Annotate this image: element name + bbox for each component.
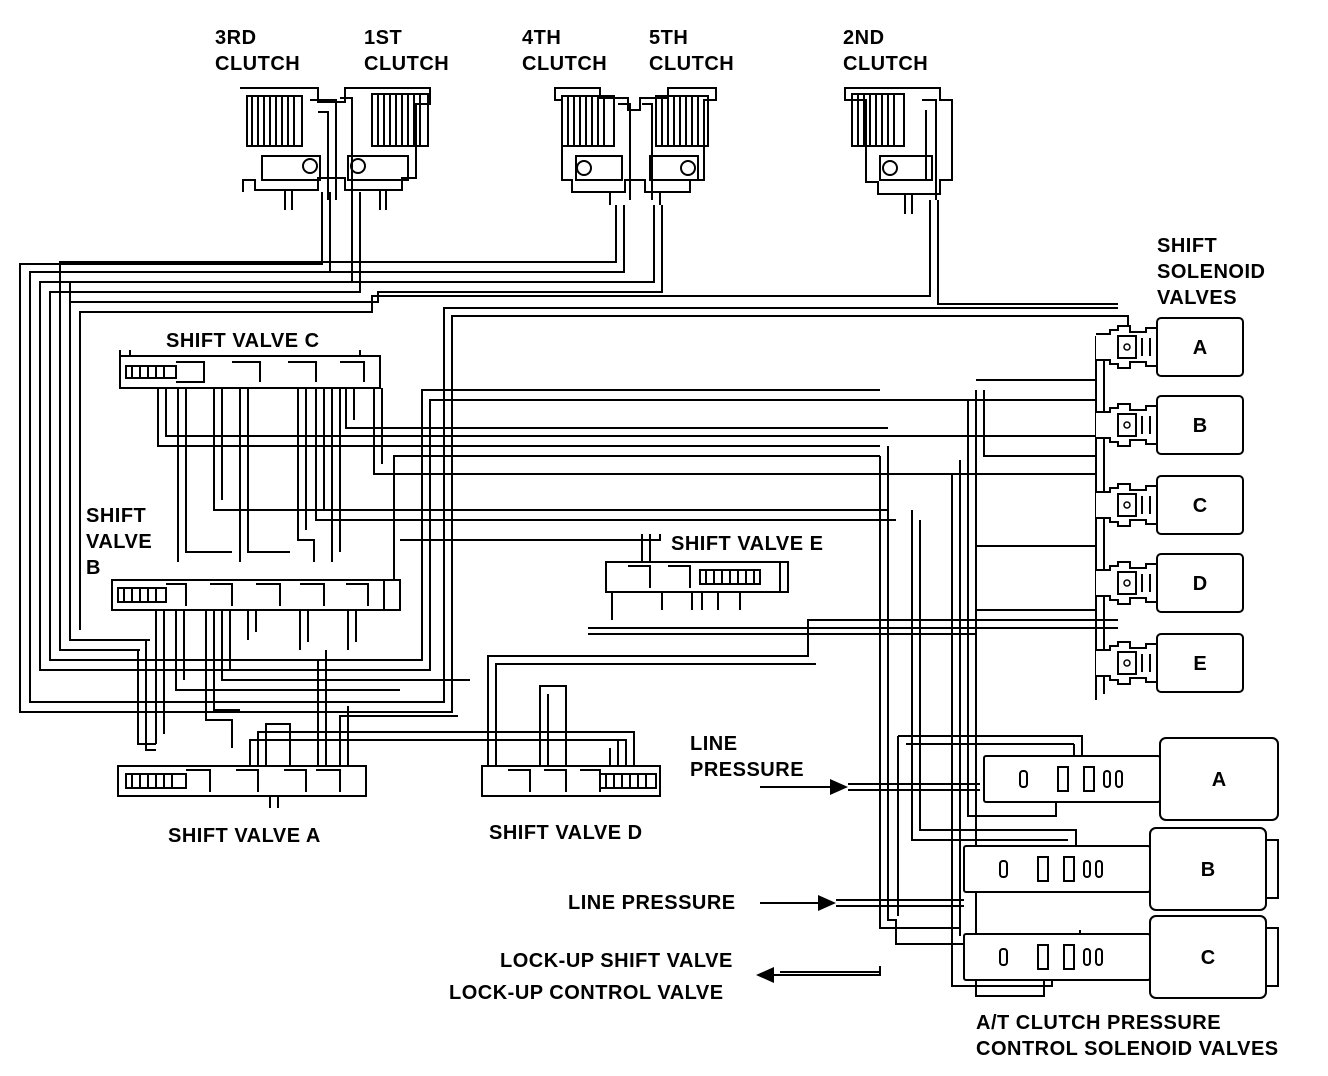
shift-valve-d-body — [481, 765, 661, 797]
shift-solenoid-e: E — [1096, 633, 1244, 693]
label-lockup-control-valve: LOCK-UP CONTROL VALVE — [449, 982, 724, 1004]
shift-solenoid-label: A — [1193, 337, 1207, 359]
clutch-pressure-solenoid-label: B — [1201, 859, 1215, 881]
label-1st-clutch: 1ST CLUTCH — [364, 27, 450, 75]
shift-valve-a-body — [117, 765, 367, 808]
label-3rd-clutch: 3RD CLUTCH — [215, 27, 301, 75]
shift-solenoid-b: B — [1096, 395, 1244, 455]
shift-solenoid-label: E — [1193, 653, 1206, 675]
label-shift-valve-b: SHIFT VALVE B — [86, 505, 153, 579]
label-shift-valve-a: SHIFT VALVE A — [168, 825, 321, 847]
label-shift-valve-c: SHIFT VALVE C — [166, 330, 320, 352]
line-pressure-arrow-2 — [818, 895, 836, 911]
label-clutch-pressure-solenoids: A/T CLUTCH PRESSURE CONTROL SOLENOID VAL… — [976, 1012, 1279, 1060]
shift-solenoid-manifold — [879, 336, 1105, 997]
label-5th-clutch: 5TH CLUTCH — [649, 27, 735, 75]
lockup-arrow — [756, 967, 774, 983]
shift-solenoid-c: C — [1096, 475, 1244, 535]
clutch-pressure-solenoid-b: B — [963, 827, 1279, 911]
shift-solenoid-d: D — [1096, 553, 1244, 613]
clutch-pressure-solenoid-label: A — [1212, 769, 1226, 791]
label-line-pressure-1: LINE PRESSURE — [690, 733, 805, 781]
clutch-2nd-assembly — [844, 87, 953, 214]
label-2nd-clutch: 2ND CLUTCH — [843, 27, 929, 75]
label-shift-solenoid-valves: SHIFT SOLENOID VALVES — [1157, 235, 1266, 309]
clutch-4th-5th-assembly — [554, 87, 717, 205]
line-pressure-arrow-1 — [830, 779, 848, 795]
shift-solenoid-label: B — [1193, 415, 1207, 437]
shift-valve-b-body — [111, 455, 880, 611]
clutch-3rd-1st-assembly — [240, 87, 431, 210]
clutch-pressure-solenoid-c: C — [963, 915, 1279, 999]
shift-valve-c-body — [119, 350, 381, 389]
clutch-pressure-solenoid-a: A — [983, 737, 1279, 821]
shift-solenoid-label: D — [1193, 573, 1207, 595]
shift-solenoid-a: A — [1096, 317, 1244, 377]
label-shift-valve-e: SHIFT VALVE E — [671, 533, 824, 555]
clutch-pressure-solenoid-label: C — [1201, 947, 1215, 969]
label-shift-valve-d: SHIFT VALVE D — [489, 822, 643, 844]
clutch-pressure-solenoid-group: A B C — [963, 737, 1279, 999]
shift-solenoid-group: A B C D E — [1096, 317, 1244, 693]
shift-solenoid-label: C — [1193, 495, 1207, 517]
label-lockup-shift-valve: LOCK-UP SHIFT VALVE — [500, 950, 733, 972]
label-4th-clutch: 4TH CLUTCH — [522, 27, 608, 75]
label-line-pressure-2: LINE PRESSURE — [568, 892, 736, 914]
shift-valve-e-body — [605, 561, 789, 593]
